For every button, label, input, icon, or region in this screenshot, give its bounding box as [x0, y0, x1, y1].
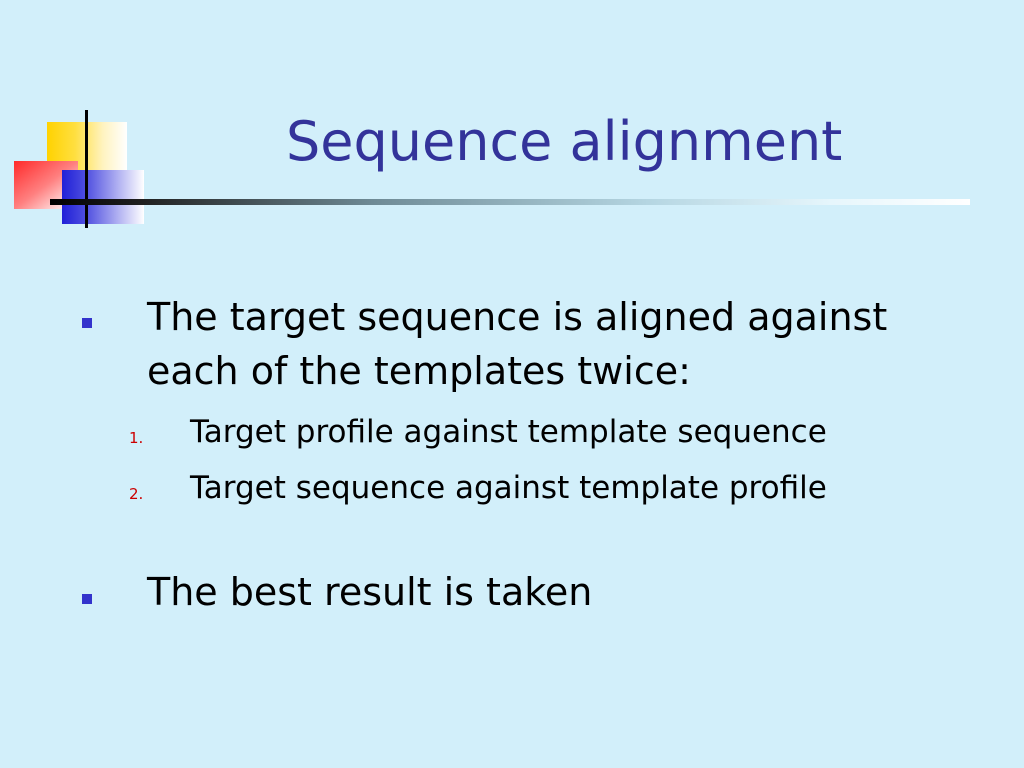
- subitem-2-text: Target sequence against template profile: [190, 470, 827, 506]
- slide-title: Sequence alignment: [286, 110, 843, 173]
- decorative-vertical-line: [85, 110, 88, 228]
- bullet-1-line-1: The target sequence is aligned against: [147, 295, 888, 339]
- decorative-blue-square: [62, 170, 144, 224]
- subitem-1-text: Target profile against template sequence: [190, 414, 827, 450]
- subitem-1-number: 1.: [129, 429, 144, 447]
- title-underline: [50, 199, 970, 205]
- bullet-square-icon: [82, 594, 92, 604]
- subitem-2-number: 2.: [129, 485, 144, 503]
- bullet-1-line-2: each of the templates twice:: [147, 349, 691, 393]
- bullet-square-icon: [82, 318, 92, 328]
- bullet-2-text: The best result is taken: [147, 570, 593, 614]
